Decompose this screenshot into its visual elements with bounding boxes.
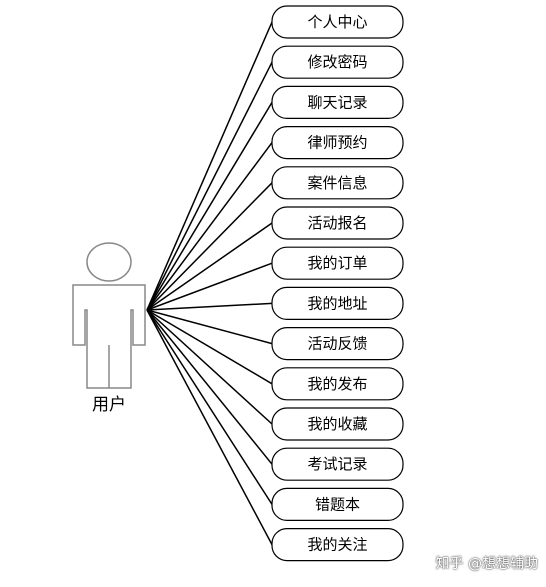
use-case-label: 个人中心 (307, 13, 367, 31)
use-case-shape (271, 527, 404, 562)
use-case-label: 我的地址 (307, 294, 367, 312)
association-line (146, 262, 273, 311)
association-line (146, 182, 273, 311)
association-line (146, 309, 273, 505)
use-case-label: 案件信息 (307, 174, 367, 192)
association-line (146, 309, 273, 545)
association-line (146, 309, 273, 425)
use-case-label: 错题本 (315, 495, 360, 513)
use-case: 考试记录 (271, 447, 404, 481)
use-case: 错题本 (271, 487, 404, 521)
use-case: 活动报名 (271, 206, 404, 240)
use-case: 我的订单 (271, 246, 404, 280)
use-case: 活动反馈 (271, 327, 404, 361)
actor-label: 用户 (92, 395, 126, 415)
use-case: 修改密码 (271, 45, 404, 79)
use-case-shape (271, 286, 404, 320)
actor-body (72, 284, 146, 389)
watermark: 知乎 @想想辅助 (435, 556, 538, 572)
association-lines (146, 21, 273, 545)
use-case-label: 活动反馈 (307, 335, 367, 353)
use-case-label: 我的收藏 (307, 415, 367, 433)
use-case-shape (271, 487, 404, 521)
use-case-label: 我的关注 (307, 536, 367, 554)
use-case: 聊天记录 (271, 85, 404, 120)
use-case-label: 活动报名 (307, 214, 367, 232)
use-case: 律师预约 (271, 125, 404, 160)
use-case-list: 个人中心修改密码聊天记录律师预约案件信息活动报名我的订单我的地址活动反馈我的发布… (271, 5, 404, 562)
use-case-shape (271, 206, 404, 240)
association-line (146, 102, 273, 311)
association-line (146, 309, 273, 465)
use-case-label: 我的订单 (307, 254, 367, 272)
use-case-shape (271, 367, 404, 401)
use-case-shape (271, 5, 404, 39)
association-line (146, 309, 273, 345)
use-case-label: 律师预约 (307, 134, 367, 152)
association-line (146, 302, 273, 311)
use-case-shape (271, 447, 404, 481)
use-case-shape (271, 407, 404, 441)
use-case: 我的地址 (271, 286, 404, 320)
use-case-label: 聊天记录 (307, 93, 367, 111)
association-line (146, 61, 273, 311)
use-case: 个人中心 (271, 5, 404, 39)
association-line (146, 142, 273, 311)
use-case-label: 修改密码 (307, 53, 367, 71)
association-line (146, 309, 273, 385)
actor-user: 用户 (72, 242, 146, 415)
use-case-shape (271, 246, 404, 280)
use-case: 案件信息 (271, 166, 404, 200)
association-line (146, 21, 273, 311)
use-case-shape (271, 85, 404, 120)
use-case-shape (271, 166, 404, 200)
use-case-shape (271, 327, 404, 361)
use-case: 我的关注 (271, 527, 404, 562)
use-case: 我的收藏 (271, 407, 404, 441)
use-case-shape (271, 45, 404, 79)
association-line (146, 222, 273, 311)
use-case-label: 我的发布 (307, 375, 367, 393)
use-case-label: 考试记录 (307, 455, 367, 473)
use-case-shape (271, 125, 404, 160)
use-case: 我的发布 (271, 367, 404, 401)
actor-head (86, 242, 132, 282)
